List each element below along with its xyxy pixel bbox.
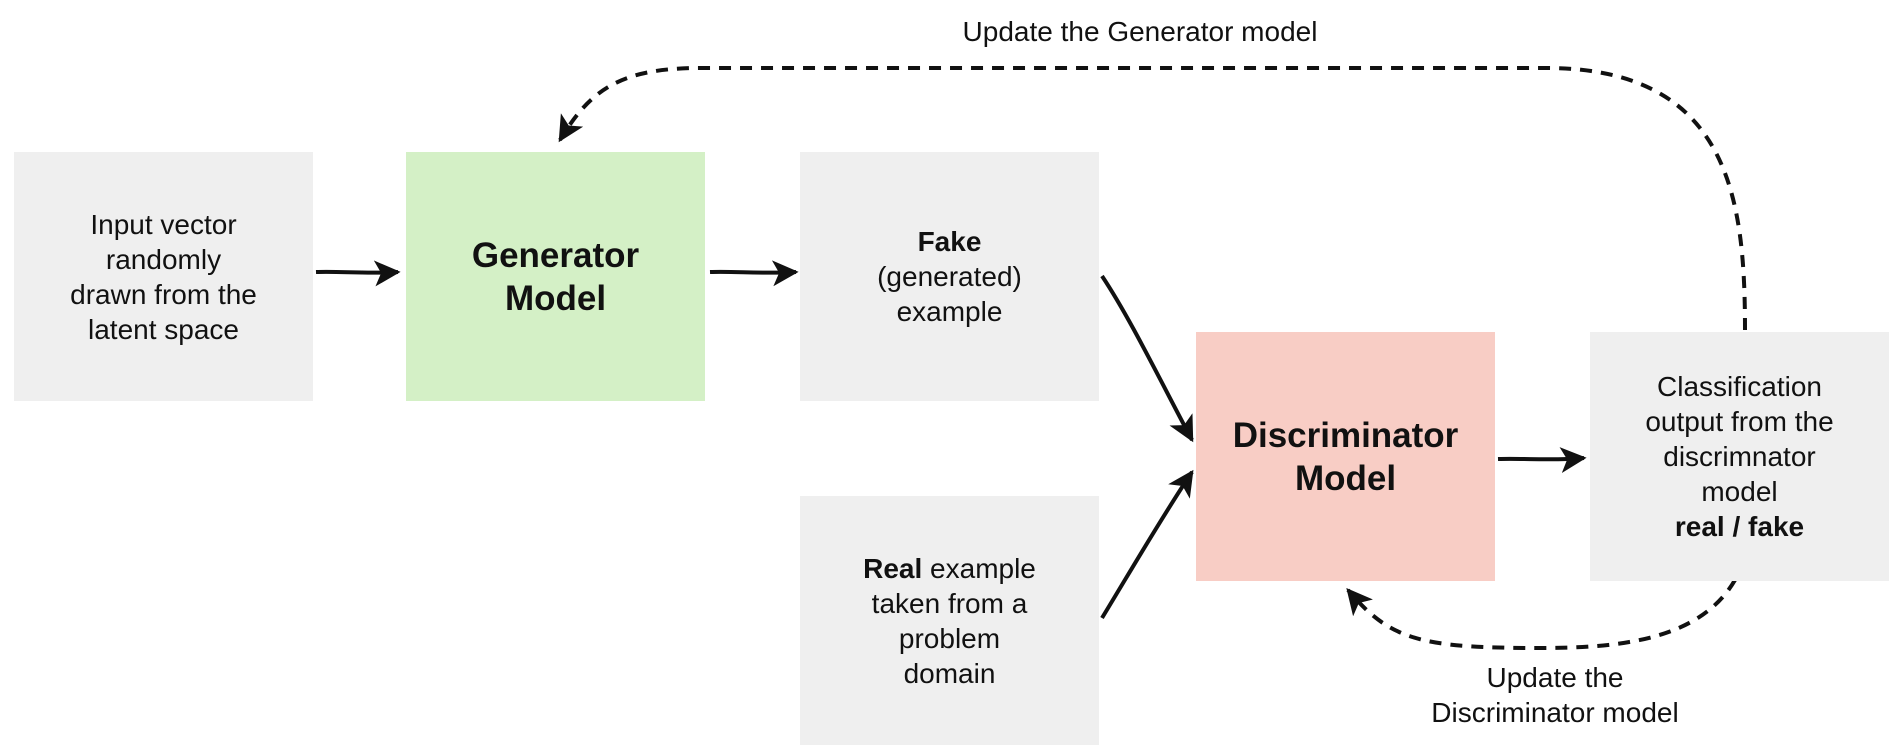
arrow-update-generator — [558, 66, 1747, 331]
input-vector-box: Input vector randomly drawn from the lat… — [14, 152, 313, 401]
discriminator-title-line: Model — [1294, 458, 1397, 498]
update-discriminator-line: Discriminator model — [1431, 697, 1679, 728]
classification-line: model — [1701, 476, 1778, 507]
discriminator-model-box: Discriminator Model — [1196, 332, 1495, 581]
update-discriminator-label: Update the Discriminator model — [1380, 660, 1730, 730]
arrow-generator-to-fake — [709, 260, 799, 287]
real-line: problem — [898, 622, 1001, 654]
input-line: latent space — [88, 313, 239, 345]
update-generator-label: Update the Generator model — [962, 16, 1318, 47]
arrow-fake-to-discriminator — [1100, 274, 1194, 443]
real-bold-label: Real — [863, 552, 923, 584]
real-example-box: Real example taken from a problem domain — [800, 496, 1099, 745]
arrow-real-to-discriminator — [1100, 469, 1194, 620]
fake-example-box: Fake (generated) example — [800, 152, 1099, 401]
discriminator-title-line: Discriminator — [1232, 415, 1459, 455]
real-line: taken from a — [871, 587, 1028, 619]
fake-line: example — [896, 296, 1003, 327]
classification-line: discrimnator — [1663, 441, 1816, 472]
fake-line: (generated) — [877, 261, 1022, 292]
real-line: domain — [903, 657, 996, 689]
arrow-discriminator-to-classification — [1497, 447, 1587, 474]
generator-title-line: Model — [504, 278, 607, 318]
fake-bold-label: Fake — [917, 226, 982, 257]
input-line: Input vector — [90, 208, 237, 240]
arrow-input-to-generator — [315, 260, 401, 287]
input-line: randomly — [105, 243, 222, 275]
arrow-update-discriminator — [1346, 578, 1737, 651]
classification-output-box: Classification output from the discrimna… — [1590, 332, 1889, 581]
classification-line: output from the — [1645, 406, 1834, 437]
update-discriminator-line: Update the — [1486, 662, 1624, 693]
input-line: drawn from the — [70, 278, 257, 310]
generator-title-line: Generator — [471, 235, 640, 275]
classification-line: Classification — [1657, 371, 1822, 402]
classification-result-label: real / fake — [1674, 511, 1805, 542]
real-first-line-rest: example — [922, 552, 1036, 584]
generator-model-box: Generator Model — [406, 152, 705, 401]
